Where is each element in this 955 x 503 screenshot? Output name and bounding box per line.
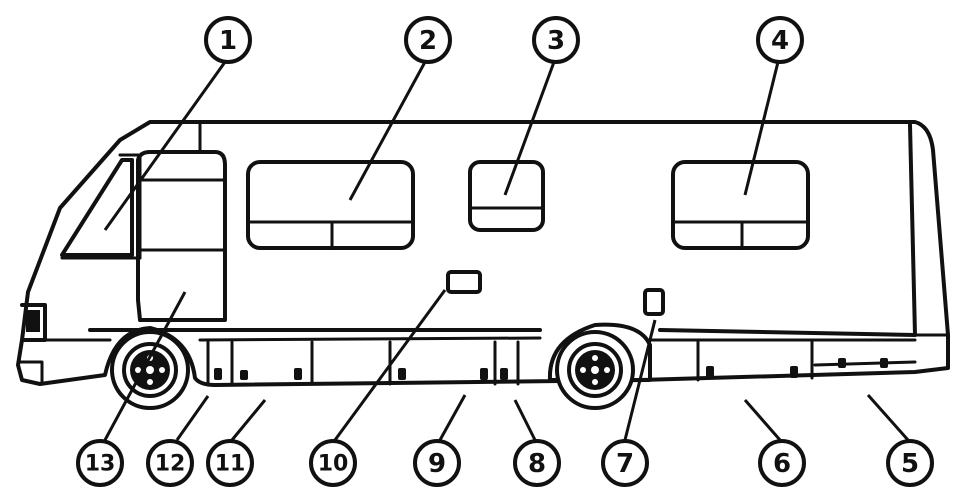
callout-11: 11 <box>206 439 254 487</box>
callout-9-label: 9 <box>428 449 446 479</box>
leader-lines <box>103 61 910 441</box>
callout-8: 8 <box>513 439 561 487</box>
callout-2: 2 <box>404 16 452 64</box>
callout-4-label: 4 <box>771 26 789 56</box>
callout-5-label: 5 <box>901 449 919 479</box>
lower-compartments <box>206 340 917 386</box>
callout-13: 13 <box>76 439 124 487</box>
callout-5: 5 <box>886 439 934 487</box>
callout-9: 9 <box>413 439 461 487</box>
callout-6: 6 <box>758 439 806 487</box>
windshield <box>60 158 134 257</box>
callout-1-label: 1 <box>219 26 237 56</box>
cab-door <box>136 150 227 322</box>
cab <box>60 150 227 322</box>
front-wheel <box>110 330 190 410</box>
callout-3-label: 3 <box>547 26 565 56</box>
callout-2-label: 2 <box>419 26 437 56</box>
window-large-rear <box>671 160 810 250</box>
callout-4: 4 <box>756 16 804 64</box>
filler-cap-hatch <box>643 288 665 316</box>
callout-7-label: 7 <box>616 449 634 479</box>
window-small-middle <box>468 160 545 232</box>
callout-7: 7 <box>601 439 649 487</box>
callout-12-label: 12 <box>155 452 186 477</box>
callout-12: 12 <box>146 439 194 487</box>
callout-1: 1 <box>204 16 252 64</box>
callout-10-label: 10 <box>318 452 349 477</box>
rear-wheel <box>555 330 635 410</box>
window-large-front <box>246 160 415 250</box>
callout-10: 10 <box>309 439 357 487</box>
callout-11-label: 11 <box>215 452 246 477</box>
side-vent-hatch <box>446 270 482 294</box>
callout-6-label: 6 <box>773 449 791 479</box>
callout-13-label: 13 <box>85 452 116 477</box>
callout-3: 3 <box>532 16 580 64</box>
callout-8-label: 8 <box>528 449 546 479</box>
